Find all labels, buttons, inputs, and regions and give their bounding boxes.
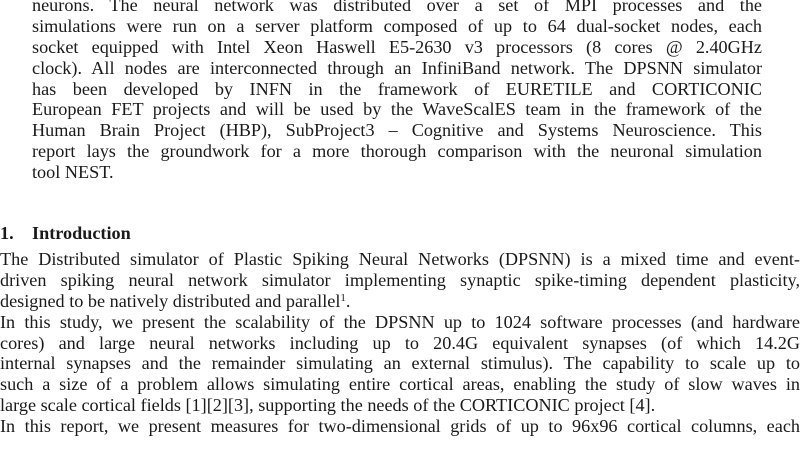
abstract-line: has been developed by INFN in the framew… bbox=[32, 78, 762, 99]
footnote-marker[interactable]: 1 bbox=[340, 291, 346, 304]
intro-line-with-footnote: designed to be natively distributed and … bbox=[0, 291, 800, 312]
intro-line-punct: . bbox=[345, 290, 351, 311]
abstract-line: socket equipped with Intel Xeon Haswell … bbox=[32, 36, 762, 57]
intro-line-text: designed to be natively distributed and … bbox=[0, 290, 341, 311]
intro-line: cores) and large neural networks includi… bbox=[0, 332, 800, 353]
abstract-line: tool NEST. bbox=[32, 162, 114, 183]
abstract-block: neurons. The neural network was distribu… bbox=[32, 0, 762, 183]
abstract-line: neurons. The neural network was distribu… bbox=[32, 0, 762, 15]
abstract-line: report lays the groundwork for a more th… bbox=[32, 141, 762, 162]
intro-line: driven spiking neural network simulator … bbox=[0, 269, 800, 290]
introduction-body: The Distributed simulator of Plastic Spi… bbox=[0, 249, 800, 437]
section-title: Introduction bbox=[32, 223, 131, 243]
intro-line: large scale cortical fields [1][2][3], s… bbox=[0, 395, 656, 416]
intro-line: internal synapses and the remainder simu… bbox=[0, 353, 800, 374]
intro-line: In this report, we present measures for … bbox=[0, 416, 800, 437]
abstract-line: European FET projects and will be used b… bbox=[32, 99, 762, 120]
intro-line: The Distributed simulator of Plastic Spi… bbox=[0, 249, 800, 269]
abstract-line: simulations were run on a server platfor… bbox=[32, 15, 762, 36]
intro-line: In this study, we present the scalabilit… bbox=[0, 311, 800, 332]
section-heading: 1. Introduction bbox=[0, 223, 131, 244]
intro-line: such a size of a problem allows simulati… bbox=[0, 374, 800, 395]
abstract-line: Human Brain Project (HBP), SubProject3 –… bbox=[32, 120, 762, 141]
section-number: 1. bbox=[0, 223, 14, 243]
abstract-line: clock). All nodes are interconnected thr… bbox=[32, 57, 762, 78]
